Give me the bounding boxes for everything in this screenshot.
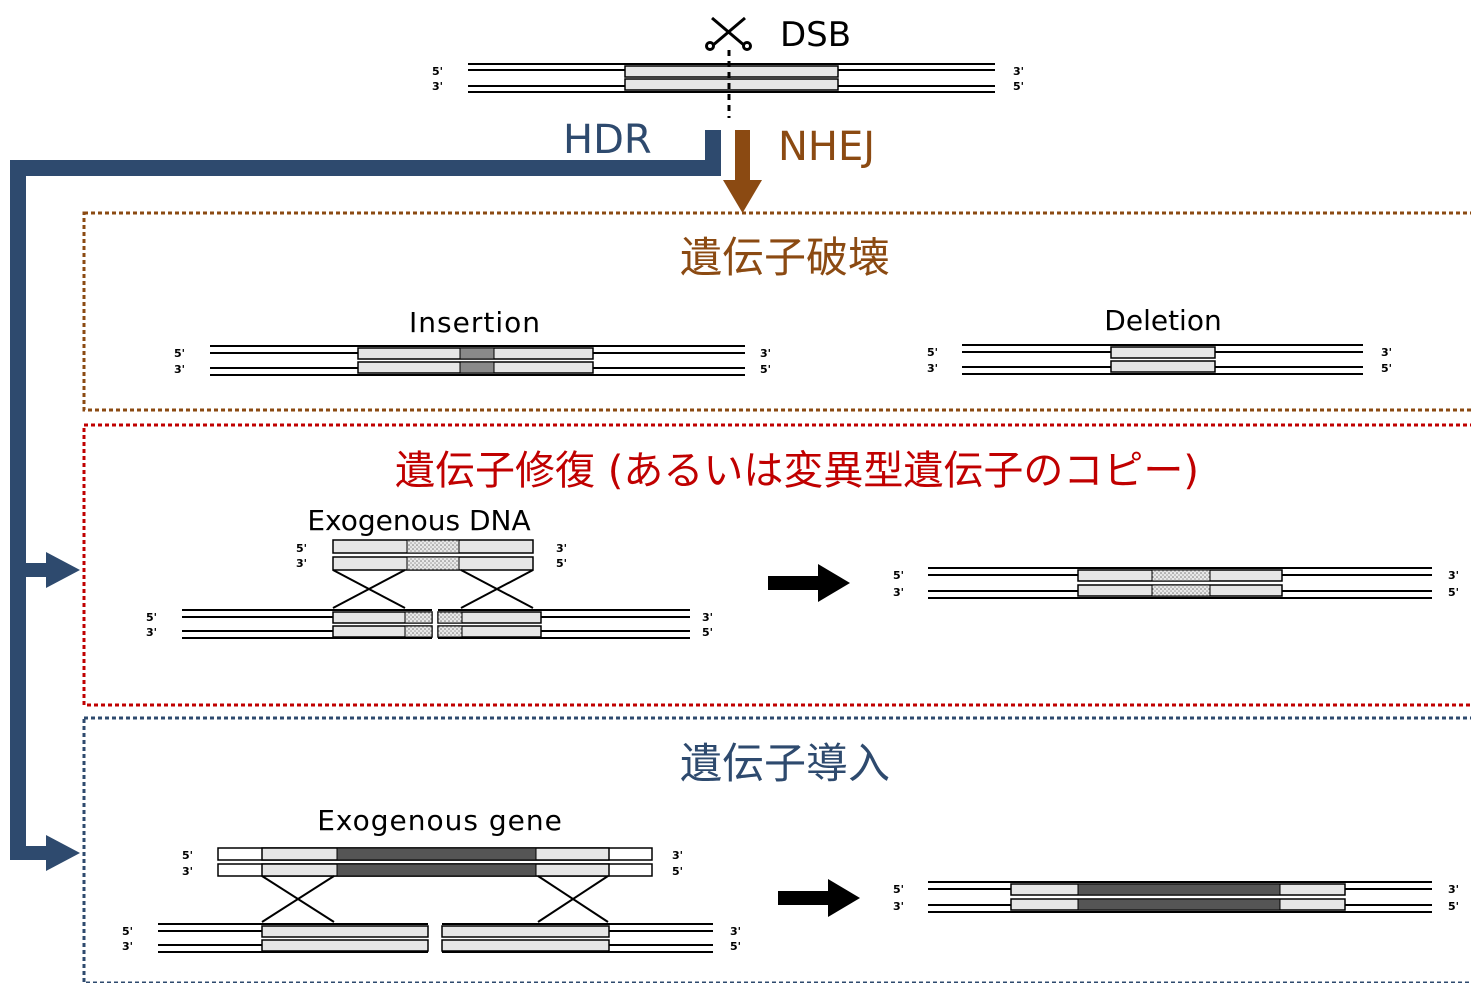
insertion-dna — [210, 345, 745, 376]
nhej-arrow — [723, 130, 762, 213]
repair-result-arrow-icon — [768, 564, 850, 602]
insertion-broken-dna — [158, 923, 713, 953]
nhej-label: NHEJ — [778, 124, 875, 170]
ins-3prime-b: 3' — [760, 347, 771, 360]
gene-5prime-b: 5' — [672, 865, 683, 878]
ins-3prime-a: 3' — [174, 363, 185, 376]
rep-3prime-a: 3' — [146, 626, 157, 639]
fix-5prime-b: 5' — [1448, 586, 1459, 599]
top-dna — [468, 63, 995, 93]
dsb-label: DSB — [780, 15, 851, 55]
rep-3prime-b: 3' — [702, 611, 713, 624]
del-5prime-a: 5' — [927, 346, 938, 359]
del-3prime-a: 3' — [927, 362, 938, 375]
gene-repair-title: 遺伝子修復 (あるいは変異型遺伝子のコピー) — [395, 448, 1199, 494]
hdr-path — [10, 130, 721, 871]
insertion-crossover — [261, 875, 609, 923]
ins2-5prime-a: 5' — [122, 925, 133, 938]
exo-5prime-b: 5' — [556, 557, 567, 570]
del-5prime-b: 5' — [1381, 362, 1392, 375]
ins-5prime-b: 5' — [760, 363, 771, 376]
exo-dna-label: Exogenous DNA — [307, 504, 530, 537]
top-3prime-b: 3' — [1013, 65, 1024, 78]
insertion-result-arrow-icon — [778, 879, 860, 917]
repaired-dna — [928, 567, 1432, 599]
gene-repair-box — [82, 423, 1471, 707]
gene-disruption-title: 遺伝子破壊 — [680, 233, 890, 282]
deletion-label: Deletion — [1104, 304, 1221, 337]
res-5prime-b: 5' — [1448, 900, 1459, 913]
res-3prime-b: 3' — [1448, 883, 1459, 896]
del-3prime-b: 3' — [1381, 346, 1392, 359]
res-5prime-a: 5' — [893, 883, 904, 896]
deletion-dna — [962, 344, 1363, 375]
gene-5prime-a: 5' — [182, 849, 193, 862]
res-3prime-a: 3' — [893, 900, 904, 913]
fix-3prime-b: 3' — [1448, 569, 1459, 582]
ins-5prime-a: 5' — [174, 347, 185, 360]
exo-gene-label: Exogenous gene — [317, 804, 563, 837]
gene-disruption-box — [82, 211, 1471, 412]
ins2-3prime-b: 3' — [730, 925, 741, 938]
gene-3prime-b: 3' — [672, 849, 683, 862]
rep-5prime-b: 5' — [702, 626, 713, 639]
top-3prime-a: 3' — [432, 80, 443, 93]
exo-5prime-a: 5' — [296, 542, 307, 555]
gene-insertion-title: 遺伝子導入 — [680, 739, 890, 788]
rep-5prime-a: 5' — [146, 611, 157, 624]
top-5prime-a: 5' — [432, 65, 443, 78]
repair-broken-dna — [182, 609, 690, 639]
insertion-label: Insertion — [409, 306, 541, 339]
hdr-label: HDR — [563, 117, 652, 163]
exo-gene-fragment — [217, 847, 653, 877]
gene-insertion-box — [82, 716, 1471, 983]
ins2-3prime-a: 3' — [122, 940, 133, 953]
ins2-5prime-b: 5' — [730, 940, 741, 953]
fix-5prime-a: 5' — [893, 569, 904, 582]
exo-dna-fragment — [332, 539, 534, 571]
repair-crossover — [332, 569, 534, 609]
fix-3prime-a: 3' — [893, 586, 904, 599]
top-5prime-b: 5' — [1013, 80, 1024, 93]
gene-3prime-a: 3' — [182, 865, 193, 878]
scissors-icon — [705, 16, 752, 51]
exo-3prime-b: 3' — [556, 542, 567, 555]
exo-3prime-a: 3' — [296, 557, 307, 570]
inserted-dna — [928, 881, 1432, 913]
